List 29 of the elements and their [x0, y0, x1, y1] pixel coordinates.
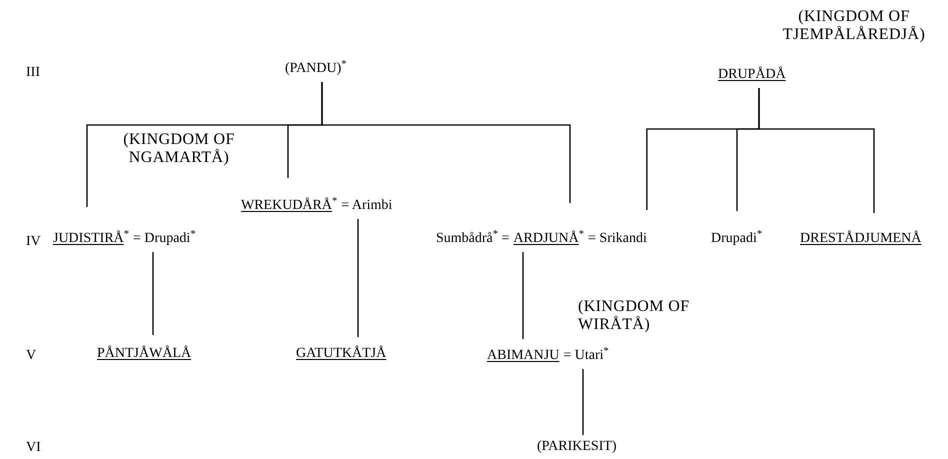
kingdom-label: (KINGDOM OF WIRÅTÅ) — [578, 298, 691, 334]
kingdom-label: (KINGDOM OF NGAMARTÅ) — [122, 131, 236, 167]
person-name: ABIMANJU — [487, 347, 560, 365]
person-name: ARDJUNÅ$^{*}$ — [513, 230, 584, 248]
person-name: Sumbådrå$^{*}$ = — [436, 230, 510, 248]
person-name: Drupadi$^{*}$ — [711, 230, 762, 248]
person-name: = Srikandi — [588, 230, 647, 248]
generation-numeral: IV — [26, 233, 41, 251]
descent-line — [522, 252, 524, 339]
person-name: (PARIKESIT) — [537, 438, 617, 456]
person-name: DRESTÅDJUMENÅ — [800, 230, 922, 248]
descent-line — [321, 82, 571, 203]
kingdom-label: (KINGDOM OF TJEMPÅLÅREDJÅ) — [782, 8, 926, 44]
person-name: DRUPÅDÅ — [718, 66, 786, 84]
person-name: GATUTKÅTJÅ — [296, 345, 386, 363]
descent-line — [152, 252, 154, 335]
person-name: JUDISTIRÅ$^{*}$ — [53, 230, 130, 248]
person-name: = Drupadi$^{*}$ — [133, 230, 196, 248]
generation-numeral: VI — [26, 439, 41, 457]
person-name: WREKUDÅRÅ$^{*}$ — [241, 197, 338, 215]
person-name: (PANDU)$^{*}$ — [285, 60, 347, 78]
descent-line — [758, 88, 875, 213]
person-name: = Utari$^{*}$ — [563, 347, 609, 365]
generation-numeral: III — [26, 64, 40, 82]
person-name: PÅNTJÅWÅLÅ — [97, 345, 192, 363]
descent-line — [357, 219, 359, 337]
person-name: = Arimbi — [341, 197, 392, 215]
generation-numeral: V — [26, 347, 36, 365]
descent-line — [582, 369, 584, 435]
